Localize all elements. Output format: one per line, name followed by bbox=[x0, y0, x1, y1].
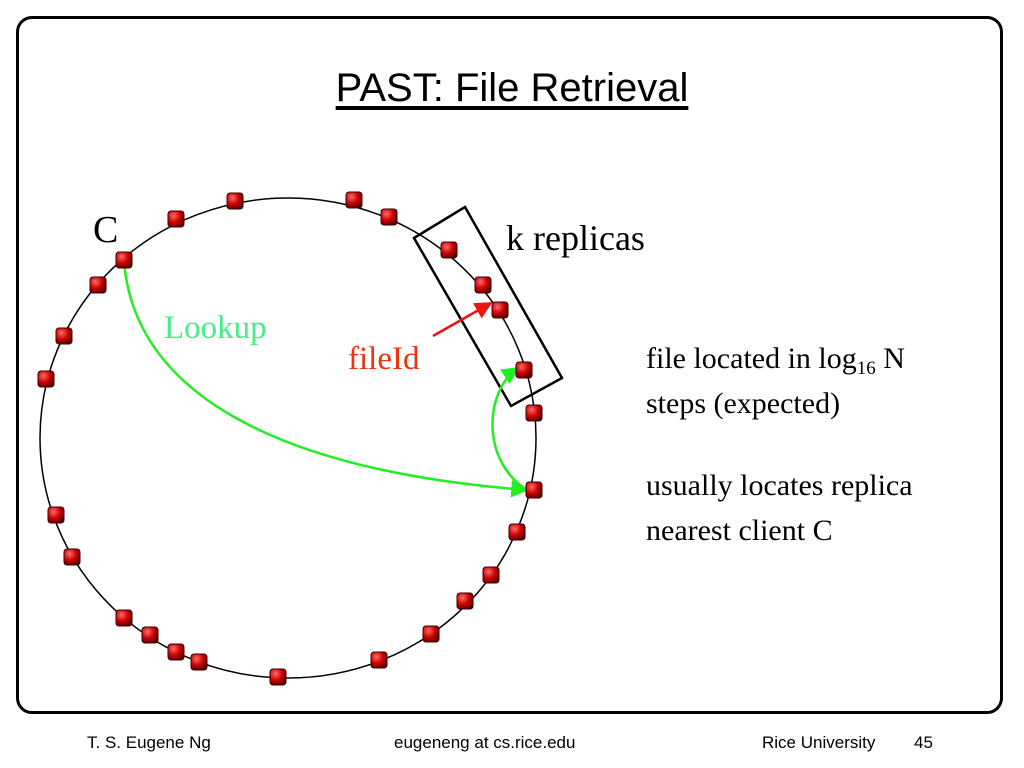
footer-email: eugeneng at cs.rice.edu bbox=[394, 733, 576, 752]
ring-node bbox=[55, 327, 73, 345]
ring-node bbox=[226, 192, 244, 210]
ring-node bbox=[515, 361, 533, 379]
ring-node bbox=[89, 276, 107, 294]
footer-institution: Rice University bbox=[762, 733, 876, 752]
footer-author: T. S. Eugene Ng bbox=[87, 733, 211, 752]
body-line-4: nearest client C bbox=[646, 514, 833, 547]
body-line-2: steps (expected) bbox=[646, 387, 841, 420]
ring-node bbox=[141, 626, 159, 644]
ring-node bbox=[115, 609, 133, 627]
ring-node bbox=[380, 208, 398, 226]
ring-node bbox=[167, 643, 185, 661]
lookup-label: Lookup bbox=[164, 310, 267, 346]
ring-node bbox=[525, 404, 543, 422]
ring-nodes bbox=[37, 191, 543, 686]
ring-node bbox=[37, 370, 55, 388]
hop-arrow bbox=[491, 366, 528, 492]
ring-node bbox=[167, 210, 185, 228]
body-line-3: usually locates replica bbox=[646, 469, 913, 502]
lookup-arrow bbox=[122, 261, 529, 498]
footer-page-number: 45 bbox=[914, 733, 933, 752]
ring-node bbox=[474, 276, 492, 294]
ring-node bbox=[482, 566, 500, 584]
replicas-label: k replicas bbox=[506, 218, 645, 258]
ring-node bbox=[345, 191, 363, 209]
file-id-arrow bbox=[432, 301, 493, 338]
ring-node bbox=[47, 506, 65, 524]
slide-title: PAST: File Retrieval bbox=[335, 66, 689, 110]
slide-frame bbox=[16, 16, 1003, 714]
ring-node bbox=[63, 548, 81, 566]
overlay-ring bbox=[39, 197, 537, 679]
ring-node bbox=[525, 481, 543, 499]
ring-node bbox=[440, 241, 458, 259]
body-line-1: file located in log16 N bbox=[646, 342, 905, 379]
ring-node bbox=[491, 301, 509, 319]
ring-node bbox=[370, 651, 388, 669]
file-id-label: fileId bbox=[348, 341, 420, 377]
ring-node bbox=[115, 251, 133, 269]
ring-node bbox=[190, 653, 208, 671]
ring-node bbox=[508, 523, 526, 541]
ring-node bbox=[456, 592, 474, 610]
ring-node bbox=[269, 668, 287, 686]
client-label: C bbox=[93, 209, 118, 251]
replica-box bbox=[412, 205, 564, 408]
body-text: file located in log16 N steps (expected)… bbox=[646, 336, 1016, 553]
ring-node bbox=[422, 625, 440, 643]
